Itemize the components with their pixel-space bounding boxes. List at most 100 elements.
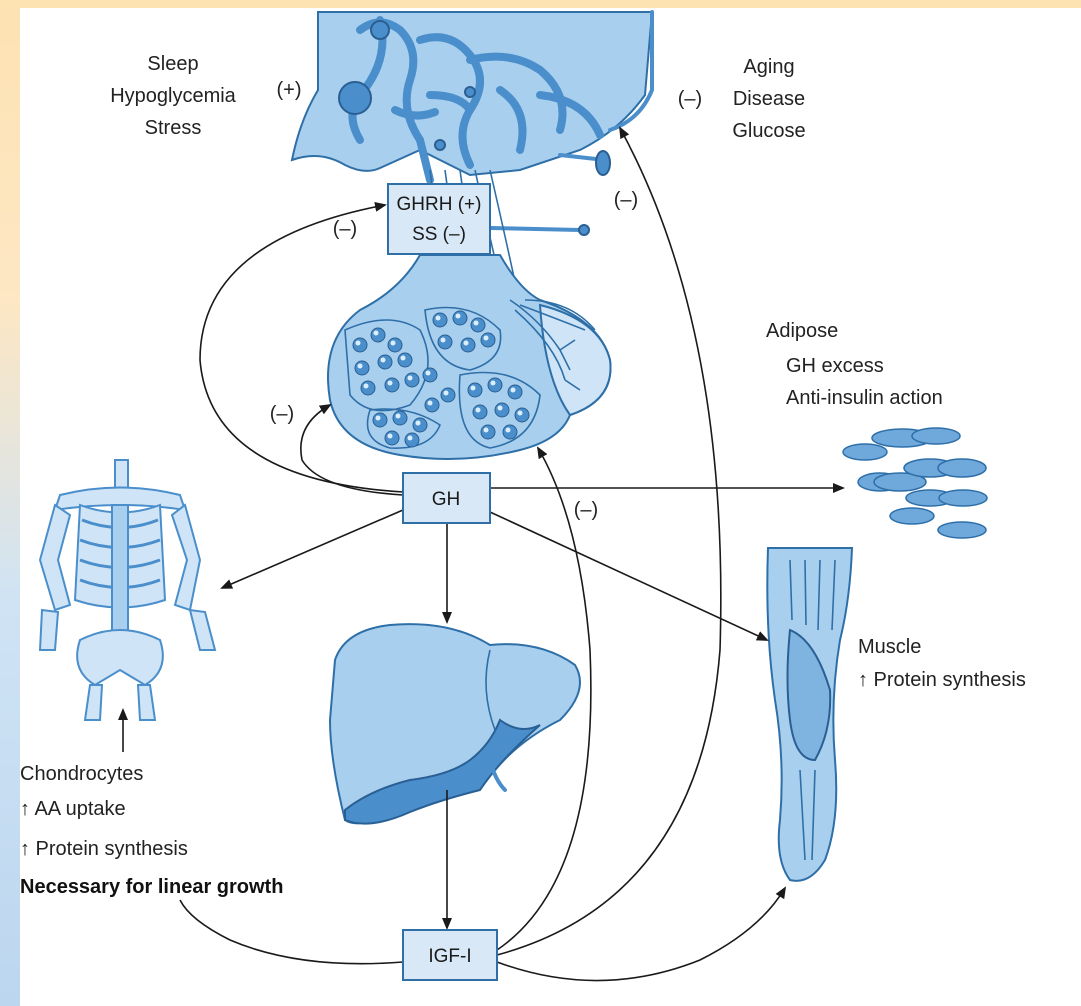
pituitary-cell-nucleus <box>441 338 446 343</box>
pituitary-cell <box>508 385 522 399</box>
pituitary-cell-nucleus <box>374 331 379 336</box>
chondrocytes-title: Chondrocytes <box>20 763 143 785</box>
pituitary-cell-nucleus <box>474 321 479 326</box>
inhibitor-disease: Disease <box>733 88 805 110</box>
pituitary-cell <box>471 318 485 332</box>
ghrh-label: GHRH (+) <box>397 194 482 215</box>
igf-box: IGF-I <box>403 930 497 980</box>
pituitary-cell-nucleus <box>416 421 421 426</box>
arrow-gh-to-muscle <box>490 512 767 640</box>
leg-muscle-illustration <box>767 548 852 881</box>
pituitary-cell <box>441 388 455 402</box>
feedback-igf-hypothalamus: (–) <box>614 189 638 211</box>
pituitary-cell <box>405 433 419 447</box>
pituitary-cell-nucleus <box>491 381 496 386</box>
pituitary-cell-nucleus <box>408 376 413 381</box>
pituitary-cell-nucleus <box>456 314 461 319</box>
feedback-gh-hypothalamus: (–) <box>333 218 357 240</box>
pituitary-cell <box>488 378 502 392</box>
skeleton-illustration <box>40 460 215 720</box>
chondrocytes-label: Chondrocytes ↑ AA uptake ↑ Protein synth… <box>20 763 283 898</box>
pituitary-cell-nucleus <box>506 428 511 433</box>
pituitary-cell <box>353 338 367 352</box>
pituitary-cell-nucleus <box>358 364 363 369</box>
liver-illustration <box>330 624 580 823</box>
pituitary-cell <box>373 413 387 427</box>
arrow-igf-to-hypothalamus <box>497 128 721 955</box>
pituitary-cell <box>503 425 517 439</box>
pituitary-cell-nucleus <box>444 391 449 396</box>
hypothalamus-illustration <box>292 12 652 180</box>
pituitary-cell <box>481 333 495 347</box>
pituitary-cell-nucleus <box>436 316 441 321</box>
pituitary-cell <box>393 411 407 425</box>
arrow-igf-to-chondrocytes <box>180 900 403 964</box>
adipose-cells-illustration <box>843 428 987 538</box>
pituitary-cell-nucleus <box>511 388 516 393</box>
pituitary-cell <box>453 311 467 325</box>
pituitary-cell-nucleus <box>484 336 489 341</box>
pituitary-cell-nucleus <box>381 358 386 363</box>
pituitary-cell <box>438 335 452 349</box>
arrow-igf-to-muscle <box>497 888 785 981</box>
pituitary-cell <box>388 338 402 352</box>
inhibitor-sign: (–) <box>678 88 702 110</box>
adipose-label: Adipose GH excess Anti-insulin action <box>766 320 943 409</box>
pituitary-cell <box>385 378 399 392</box>
pituitary-cell <box>378 355 392 369</box>
pituitary-cell <box>355 361 369 375</box>
chondrocytes-line2: ↑ Protein synthesis <box>20 838 188 860</box>
pituitary-cell <box>423 368 437 382</box>
muscle-title: Muscle <box>858 636 921 658</box>
pituitary-cell-nucleus <box>396 414 401 419</box>
pituitary-cell-nucleus <box>484 428 489 433</box>
stimulator-sign: (+) <box>277 79 302 101</box>
stimulators-label: Sleep Hypoglycemia Stress (+) <box>110 53 301 139</box>
pituitary-cell-nucleus <box>388 381 393 386</box>
pituitary-cell-nucleus <box>401 356 406 361</box>
feedback-gh-pituitary: (–) <box>270 403 294 425</box>
pituitary-cell-nucleus <box>426 371 431 376</box>
pituitary-cell <box>515 408 529 422</box>
adipose-line2: Anti-insulin action <box>786 387 943 409</box>
pituitary-cell <box>461 338 475 352</box>
pituitary-cell <box>433 313 447 327</box>
gh-box: GH <box>403 473 490 523</box>
pituitary-cell-nucleus <box>391 341 396 346</box>
pituitary-cell-nucleus <box>471 386 476 391</box>
inhibitors-label: Aging Disease Glucose (–) <box>678 56 806 142</box>
pituitary-cell-nucleus <box>476 408 481 413</box>
stimulator-stress: Stress <box>145 117 202 139</box>
adipose-line1: GH excess <box>786 355 884 377</box>
pituitary-cell-nucleus <box>364 384 369 389</box>
adipose-title: Adipose <box>766 320 838 342</box>
pituitary-cell <box>425 398 439 412</box>
chondrocytes-line1: ↑ AA uptake <box>20 798 126 820</box>
pituitary-cell <box>385 431 399 445</box>
feedback-igf-pituitary: (–) <box>574 499 598 521</box>
pituitary-cell <box>473 405 487 419</box>
pituitary-cell-nucleus <box>408 436 413 441</box>
hypothalamus-hormone-box: GHRH (+) SS (–) <box>388 184 490 254</box>
pituitary-cell <box>495 403 509 417</box>
stimulator-hypoglycemia: Hypoglycemia <box>110 85 236 107</box>
pituitary-cell <box>468 383 482 397</box>
igf-label: IGF-I <box>428 946 471 967</box>
muscle-label: Muscle ↑ Protein synthesis <box>858 636 1026 691</box>
gh-label: GH <box>432 489 461 510</box>
pituitary-cell-nucleus <box>498 406 503 411</box>
inhibitor-aging: Aging <box>743 56 794 78</box>
pituitary-cell <box>405 373 419 387</box>
pituitary-cell <box>481 425 495 439</box>
ss-label: SS (–) <box>412 224 466 245</box>
pituitary-cell <box>398 353 412 367</box>
pituitary-cell-nucleus <box>388 434 393 439</box>
muscle-line1: ↑ Protein synthesis <box>858 669 1026 691</box>
pituitary-cell-nucleus <box>356 341 361 346</box>
arrow-gh-to-skeleton <box>222 510 403 588</box>
pituitary-cell-nucleus <box>376 416 381 421</box>
chondrocytes-line3: Necessary for linear growth <box>20 876 283 898</box>
inhibitor-glucose: Glucose <box>732 120 805 142</box>
pituitary-cell <box>371 328 385 342</box>
